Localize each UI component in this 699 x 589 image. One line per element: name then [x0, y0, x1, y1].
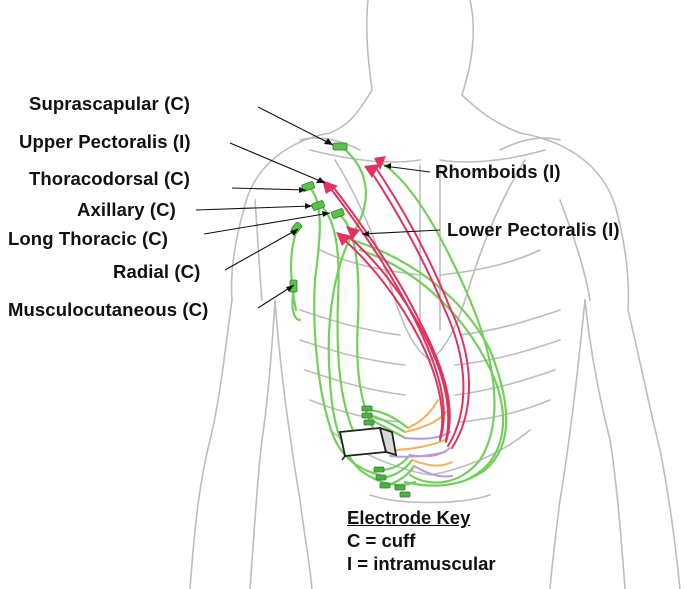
label-rhomboids: Rhomboids (I) [435, 161, 561, 183]
label-upper-pectoralis: Upper Pectoralis (I) [19, 131, 191, 153]
label-suprascapular: Suprascapular (C) [29, 93, 190, 115]
label-musculocutaneous: Musculocutaneous (C) [8, 299, 208, 321]
label-radial: Radial (C) [113, 261, 200, 283]
intramuscular-tips [322, 156, 386, 246]
label-long-thoracic: Long Thoracic (C) [8, 228, 168, 250]
label-axillary: Axillary (C) [77, 199, 176, 221]
electrode-key-title: Electrode Key [347, 506, 496, 529]
electrode-key-intramuscular: I = intramuscular [347, 552, 496, 575]
electrode-key-cuff: C = cuff [347, 529, 496, 552]
electrode-key: Electrode Key C = cuff I = intramuscular [347, 506, 496, 575]
label-thoracodorsal: Thoracodorsal (C) [29, 168, 190, 190]
label-lower-pectoralis: Lower Pectoralis (I) [447, 219, 620, 241]
